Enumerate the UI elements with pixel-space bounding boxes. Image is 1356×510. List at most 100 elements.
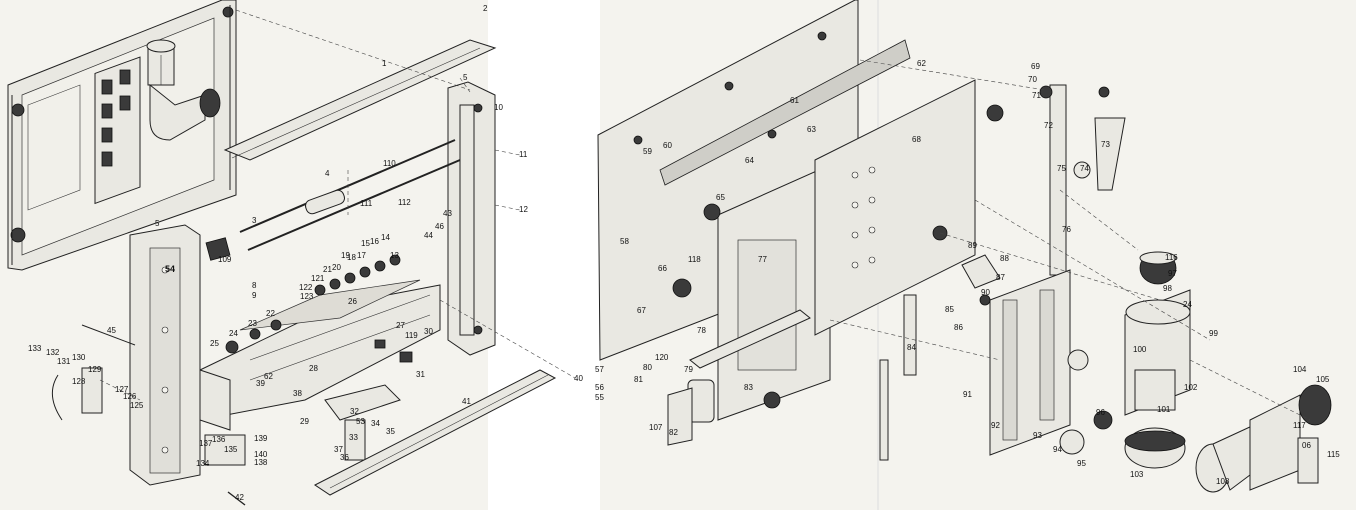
part-label-4: 4 [325,169,330,178]
part-label-102: 102 [1184,383,1198,392]
part-label-116: 116 [1165,253,1178,262]
part-label-28: 28 [309,364,318,373]
screw-42 [227,491,246,506]
part-label-115: 115 [1327,450,1340,459]
rail-78 [689,309,811,369]
part-label-41: 41 [462,397,471,406]
part-label-132: 132 [46,348,60,357]
part-label-32: 32 [350,407,359,416]
part-label-15: 15 [361,239,370,248]
bracket-87 [961,254,1001,306]
motor-housing-100 [1124,289,1191,469]
part-label-72: 72 [1044,121,1053,130]
potentiometer-row [314,254,401,296]
part-label-121: 121 [311,274,325,283]
part-label-37: 37 [334,445,343,454]
part-label-55: 55 [595,393,604,402]
perforated-plate-63 [814,79,1004,336]
part-label-103: 103 [1130,470,1144,479]
part-label-84: 84 [907,343,916,352]
part-label-80: 80 [643,363,652,372]
centre-plate [672,164,831,421]
part-label-95: 95 [1077,459,1086,468]
bracket-92 [989,269,1071,456]
part-label-117: 117 [1293,421,1306,430]
rod-111 [305,189,345,215]
part-label-131: 131 [57,357,71,366]
part-label-89: 89 [968,241,977,250]
part-label-25: 25 [210,339,219,348]
lens-barrel-108 [1195,394,1301,493]
bracket-45 [51,324,136,421]
part-label-68: 68 [912,135,921,144]
rear-frame [7,0,237,271]
chassis-26 [199,279,441,431]
part-label-106: 06 [1302,441,1311,450]
part-label-85: 85 [945,305,954,314]
part-label-99: 99 [1209,329,1218,338]
part-label-127: 127 [115,385,129,394]
part-label-82: 82 [669,428,678,437]
part-label-5b: 5 [155,219,160,228]
part-label-58: 58 [620,237,629,246]
part-label-2: 2 [483,4,488,13]
part-label-77: 77 [758,255,767,264]
right-assembly-lines [829,59,1311,421]
strip-84b [903,294,917,376]
bracket-109 [205,237,231,261]
part-label-42: 42 [235,493,244,502]
part-label-73: 73 [1101,140,1110,149]
part-label-40: 40 [574,374,583,383]
part-label-54: 54 [165,264,175,274]
part-label-5: 5 [463,73,468,82]
part-label-111: 111 [360,199,373,208]
part-label-91: 91 [963,390,972,399]
idler-assembly-93 [1059,349,1113,455]
part-label-101: 101 [1157,405,1171,414]
part-label-86: 86 [954,323,963,332]
part-label-129: 129 [88,365,102,374]
part-label-36: 36 [340,453,349,462]
part-label-69: 69 [1031,62,1040,71]
part-label-33: 33 [349,433,358,442]
part-label-17: 17 [357,251,366,260]
part-label-70: 70 [1028,75,1037,84]
part-label-10: 10 [494,103,503,112]
part-label-23: 23 [248,319,257,328]
part-label-87: 87 [996,273,1005,282]
motor-assembly [146,39,221,141]
top-cover-strip [223,39,497,161]
part-label-110: 110 [383,159,396,168]
rear-frame-slots [101,69,131,167]
part-label-75: 75 [1057,164,1066,173]
side-rail-right [447,81,496,356]
part-label-13: 13 [390,251,399,260]
part-label-56: 56 [595,383,604,392]
part-label-76: 76 [1062,225,1071,234]
motor-116 [1139,251,1177,285]
part-label-46: 46 [435,222,444,231]
part-label-14: 14 [381,233,390,242]
left-part-labels: 1 2 5 10 11 12 110 111 112 4 5 54 109 3 … [28,4,583,502]
part-label-138: 138 [254,458,268,467]
part-label-63: 63 [807,125,816,134]
part-label-120: 120 [655,353,669,362]
part-label-118: 118 [688,255,701,264]
part-label-93: 93 [1033,431,1042,440]
rod-110 [239,139,456,233]
part-label-92: 92 [991,421,1000,430]
part-label-123: 123 [300,292,314,301]
part-label-107: 107 [649,423,663,432]
part-label-21: 21 [323,265,332,274]
part-label-60: 60 [663,141,672,150]
left-side-frame [129,224,201,486]
part-label-62: 62 [264,372,273,381]
part-label-97: 97 [1168,269,1177,278]
part-label-96: 96 [1096,408,1105,417]
part-label-134: 134 [196,459,210,468]
part-label-9: 9 [252,291,257,300]
part-label-130: 130 [72,353,86,362]
part-label-24r: 24 [1183,300,1192,309]
part-label-128: 128 [72,377,86,386]
